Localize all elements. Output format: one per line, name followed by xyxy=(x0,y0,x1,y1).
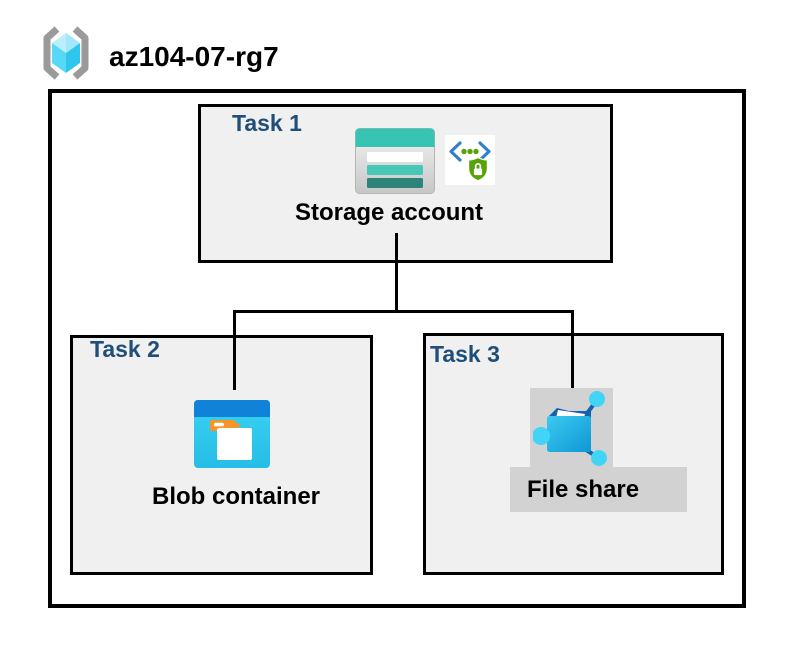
connector-horizontal xyxy=(233,310,574,313)
code-shield-lock-icon xyxy=(445,135,495,185)
file-share-label: File share xyxy=(527,476,640,503)
task2-label: Task 2 xyxy=(90,336,160,362)
file-share-icon xyxy=(533,391,607,466)
storage-account-icon xyxy=(355,128,435,194)
storage-account-label: Storage account xyxy=(295,199,484,226)
blob-container-label: Blob container xyxy=(152,483,321,510)
resource-group-name: az104-07-rg7 xyxy=(109,41,279,72)
resource-group-icon xyxy=(43,26,89,80)
connector-to-fileshare xyxy=(571,310,574,390)
fileshare-label-backdrop xyxy=(510,467,687,512)
task3-label: Task 3 xyxy=(430,341,500,367)
connector-to-blob xyxy=(233,310,236,390)
connector-storage-down xyxy=(395,233,398,312)
task1-label: Task 1 xyxy=(232,110,302,136)
blob-container-icon xyxy=(194,400,270,468)
